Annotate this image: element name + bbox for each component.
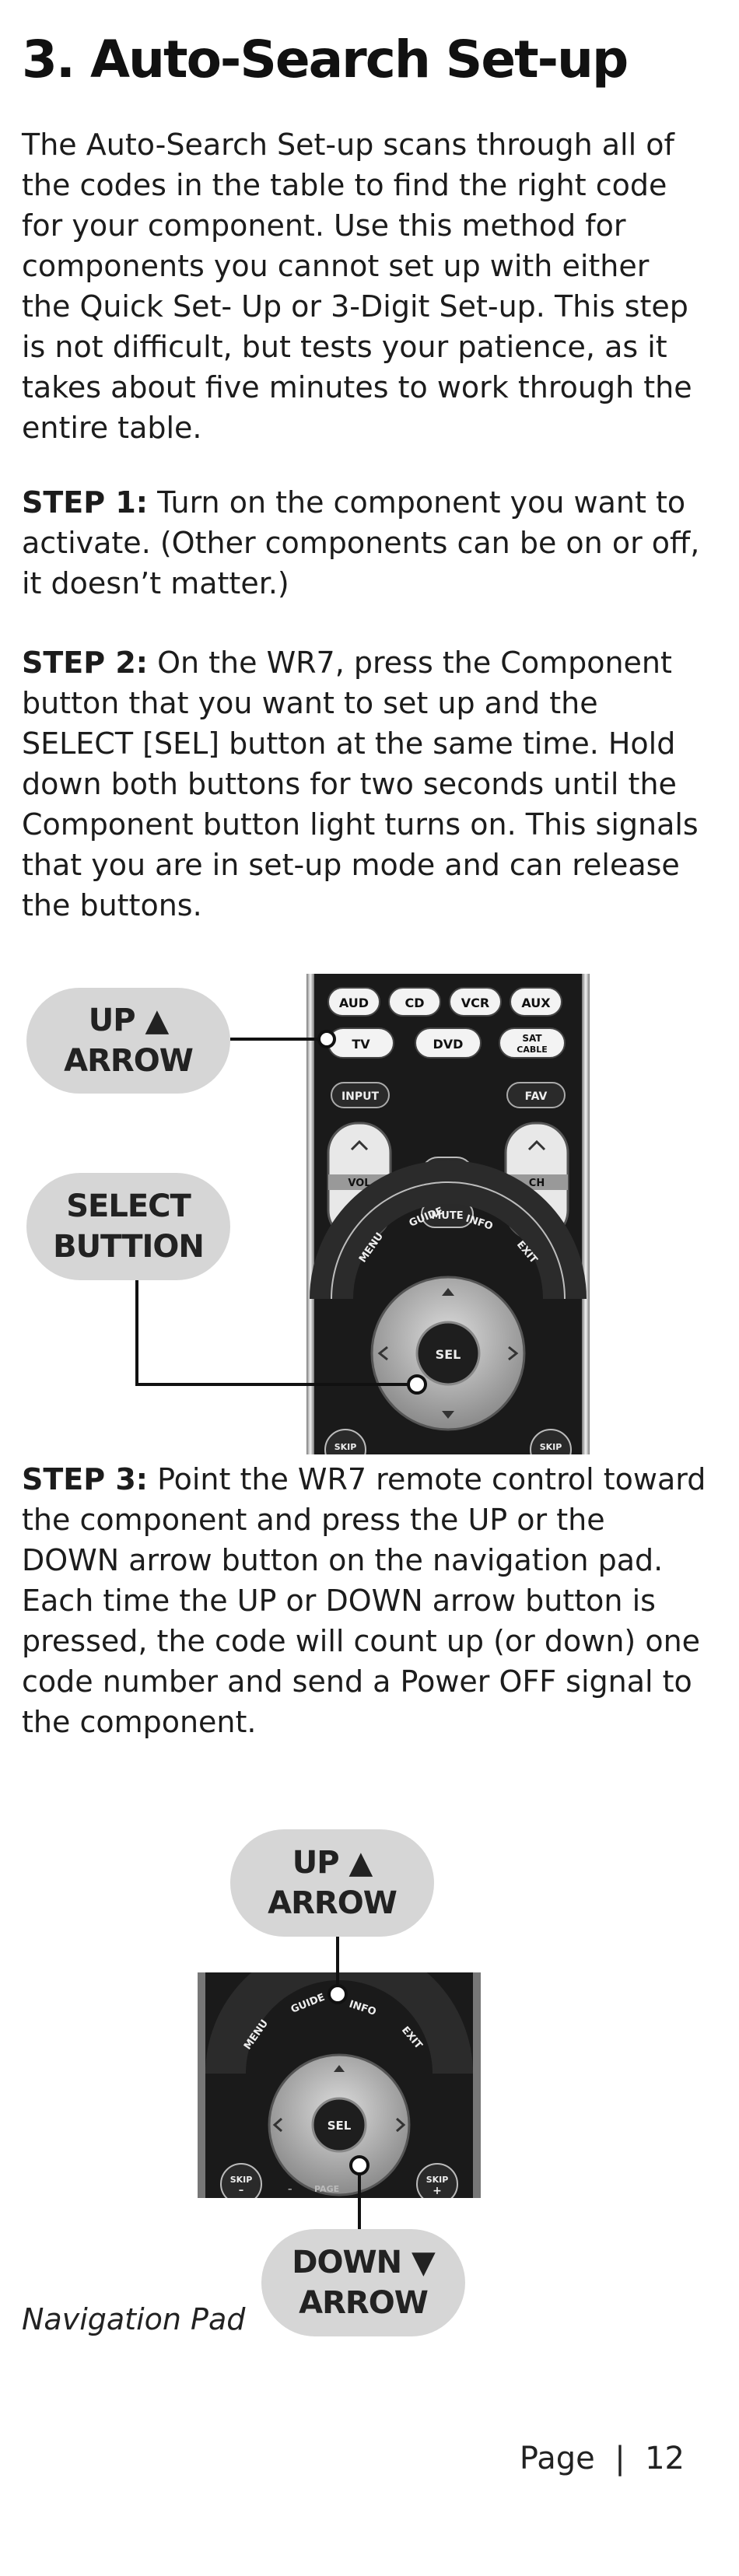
step-3-label: STEP 3: (22, 1462, 148, 1496)
page-title: 3. Auto-Search Set-up (22, 30, 629, 89)
vcr-button-label: VCR (461, 996, 489, 1010)
skip-minus-label: – (239, 2185, 244, 2196)
up-arrow-callout-2: UP ▲ ARROW (230, 1829, 434, 1937)
step-1-label: STEP 1: (22, 485, 148, 520)
figure-1-leader-lines (135, 1030, 427, 1395)
step-2-text: On the WR7, press the Component button t… (22, 646, 699, 922)
fav-button-label: FAV (525, 1090, 548, 1103)
select-button-callout-line-1: SELECT (66, 1188, 191, 1224)
up-arrow-callout-line-2: ARROW (64, 1043, 194, 1079)
page-minus-label: – (288, 2184, 292, 2194)
cable-button-label: CABLE (517, 1045, 548, 1055)
up-arrow-callout-2-line-1: UP ▲ (292, 1845, 373, 1881)
figure-caption: Navigation Pad (22, 2302, 246, 2336)
up-arrow-callout-line-1: UP ▲ (88, 1003, 169, 1038)
dvd-button-label: DVD (433, 1037, 464, 1052)
figure-2-leader-lines (327, 1929, 370, 2234)
sel-label-2: SEL (327, 2119, 352, 2133)
sel-label: SEL (436, 1347, 461, 1362)
sat-button-label: SAT (522, 1033, 542, 1044)
step-3: STEP 3: Point the WR7 remote control tow… (22, 1459, 706, 1742)
step-2: STEP 2: On the WR7, press the Component … (22, 642, 714, 926)
step-1-text: Turn on the component you want to activa… (22, 485, 700, 600)
ch-label: CH (529, 1178, 545, 1189)
down-arrow-callout-line-1: DOWN ▼ (292, 2245, 436, 2280)
tv-button-label: TV (352, 1037, 370, 1052)
vol-label: VOL (348, 1178, 370, 1189)
select-button-callout: SELECT BUTTION (26, 1173, 230, 1280)
select-button-callout-line-2: BUTTION (53, 1229, 205, 1265)
page-label: PAGE (314, 2184, 339, 2194)
mute-label: MUTE (431, 1210, 463, 1222)
page-number: Page | 12 (519, 2441, 685, 2476)
down-arrow-callout-line-2: ARROW (299, 2285, 429, 2321)
cd-button-label: CD (405, 996, 424, 1010)
down-arrow-callout: DOWN ▼ ARROW (261, 2229, 465, 2336)
component-buttons-row-1: AUD CD VCR AUX (327, 987, 562, 1017)
step-3-text: Point the WR7 remote control toward the … (22, 1462, 706, 1739)
step-2-label: STEP 2: (22, 646, 148, 680)
step-1: STEP 1: Turn on the component you want t… (22, 482, 706, 604)
intro-paragraph: The Auto-Search Set-up scans through all… (22, 128, 692, 445)
remote-top-illustration: AUD CD VCR AUX TV DVD SAT CABLE INPUT FA… (306, 974, 590, 1454)
skip-left-label-2: SKIP (230, 2175, 253, 2185)
skip-left-label: SKIP (334, 1442, 357, 1452)
skip-plus-label: + (433, 2185, 442, 2197)
aux-button-label: AUX (521, 996, 551, 1010)
aud-button-label: AUD (339, 996, 369, 1010)
navigation-pad-illustration: MENU GUIDE INFO EXIT SEL SKIP – SKIP + –… (198, 1972, 481, 2198)
skip-right-label-2: SKIP (426, 2175, 449, 2185)
up-arrow-callout: UP ▲ ARROW (26, 988, 230, 1094)
component-buttons-row-2: TV DVD SAT CABLE (327, 1027, 566, 1059)
input-button-label: INPUT (341, 1090, 380, 1103)
up-arrow-callout-2-line-2: ARROW (268, 1885, 398, 1921)
skip-right-label: SKIP (540, 1442, 562, 1452)
